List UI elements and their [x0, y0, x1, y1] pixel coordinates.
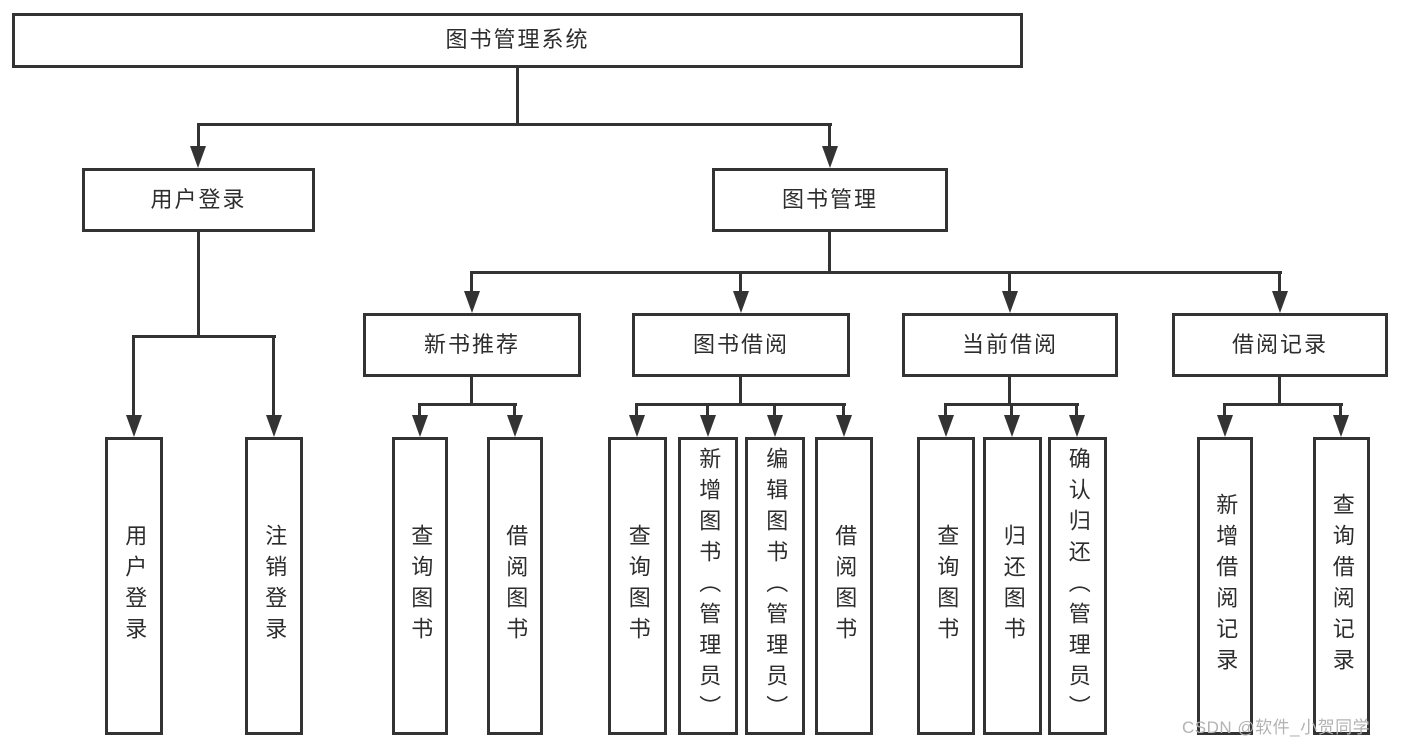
connector-vline: [1339, 403, 1342, 419]
node-current-borrowing: 当前借阅: [902, 313, 1118, 377]
arrow-down-icon: [190, 146, 206, 168]
arrow-down-icon: [1069, 415, 1085, 437]
connector-hline: [197, 123, 832, 126]
connector-vline: [132, 335, 135, 420]
connector-hline: [636, 403, 846, 406]
arrow-down-icon: [629, 415, 645, 437]
node-book-borrowing: 图书借阅: [632, 313, 850, 377]
connector-vline: [739, 377, 742, 406]
connector-vline: [1075, 403, 1078, 419]
arrow-down-icon: [1272, 291, 1288, 313]
connector-vline: [197, 232, 200, 338]
arrow-down-icon: [126, 415, 142, 437]
connector-hline: [470, 271, 1282, 274]
node-user-login: 用户登录: [82, 168, 315, 232]
watermark: CSDN @软件_小贺同学: [1182, 718, 1371, 737]
leaf-borrow-books-borrowing: 借阅图书: [815, 437, 873, 735]
node-book-management: 图书管理: [712, 168, 948, 232]
arrow-down-icon: [1004, 415, 1020, 437]
connector-vline: [635, 403, 638, 419]
connector-vline: [828, 232, 831, 274]
connector-vline: [197, 123, 200, 151]
arrow-down-icon: [412, 415, 428, 437]
leaf-edit-books-admin: 编辑图书（管理员）: [745, 437, 805, 735]
connector-vline: [1010, 403, 1013, 419]
connector-vline: [1278, 377, 1281, 406]
leaf-query-books-recommend: 查询图书: [392, 437, 448, 735]
arrow-down-icon: [938, 415, 954, 437]
node-library-system: 图书管理系统: [12, 13, 1023, 68]
connector-vline: [418, 403, 421, 419]
connector-vline: [272, 335, 275, 420]
arrow-down-icon: [836, 415, 852, 437]
arrow-down-icon: [700, 415, 716, 437]
connector-vline: [470, 271, 473, 297]
connector-vline: [513, 403, 516, 419]
arrow-down-icon: [767, 415, 783, 437]
connector-vline: [1008, 377, 1011, 406]
connector-vline: [516, 68, 519, 126]
leaf-add-books-admin: 新增图书（管理员）: [678, 437, 738, 735]
arrow-down-icon: [266, 415, 282, 437]
leaf-return-books: 归还图书: [983, 437, 1042, 735]
leaf-query-books-borrowing: 查询图书: [608, 437, 667, 735]
leaf-borrow-books-recommend: 借阅图书: [487, 437, 543, 735]
leaf-query-borrow-record: 查询借阅记录: [1313, 437, 1370, 735]
arrow-down-icon: [1002, 291, 1018, 313]
connector-vline: [1278, 271, 1281, 297]
arrow-down-icon: [822, 146, 838, 168]
connector-vline: [1008, 271, 1011, 297]
leaf-confirm-return-admin: 确认归还（管理员）: [1048, 437, 1107, 735]
connector-vline: [739, 271, 742, 297]
connector-vline: [828, 123, 831, 151]
connector-vline: [773, 403, 776, 419]
leaf-logout: 注销登录: [245, 437, 303, 735]
leaf-query-books-current: 查询图书: [917, 437, 975, 735]
connector-hline: [419, 403, 517, 406]
connector-vline: [706, 403, 709, 419]
arrow-down-icon: [733, 291, 749, 313]
connector-hline: [132, 335, 276, 338]
arrow-down-icon: [507, 415, 523, 437]
connector-vline: [842, 403, 845, 419]
node-new-book-recommend: 新书推荐: [363, 313, 581, 377]
arrow-down-icon: [1333, 415, 1349, 437]
leaf-add-borrow-record: 新增借阅记录: [1197, 437, 1253, 735]
arrow-down-icon: [1217, 415, 1233, 437]
connector-vline: [944, 403, 947, 419]
connector-hline: [1224, 403, 1343, 406]
node-borrowing-records: 借阅记录: [1172, 313, 1388, 377]
connector-vline: [470, 377, 473, 406]
leaf-user-login: 用户登录: [105, 437, 163, 735]
connector-vline: [1223, 403, 1226, 419]
arrow-down-icon: [464, 291, 480, 313]
